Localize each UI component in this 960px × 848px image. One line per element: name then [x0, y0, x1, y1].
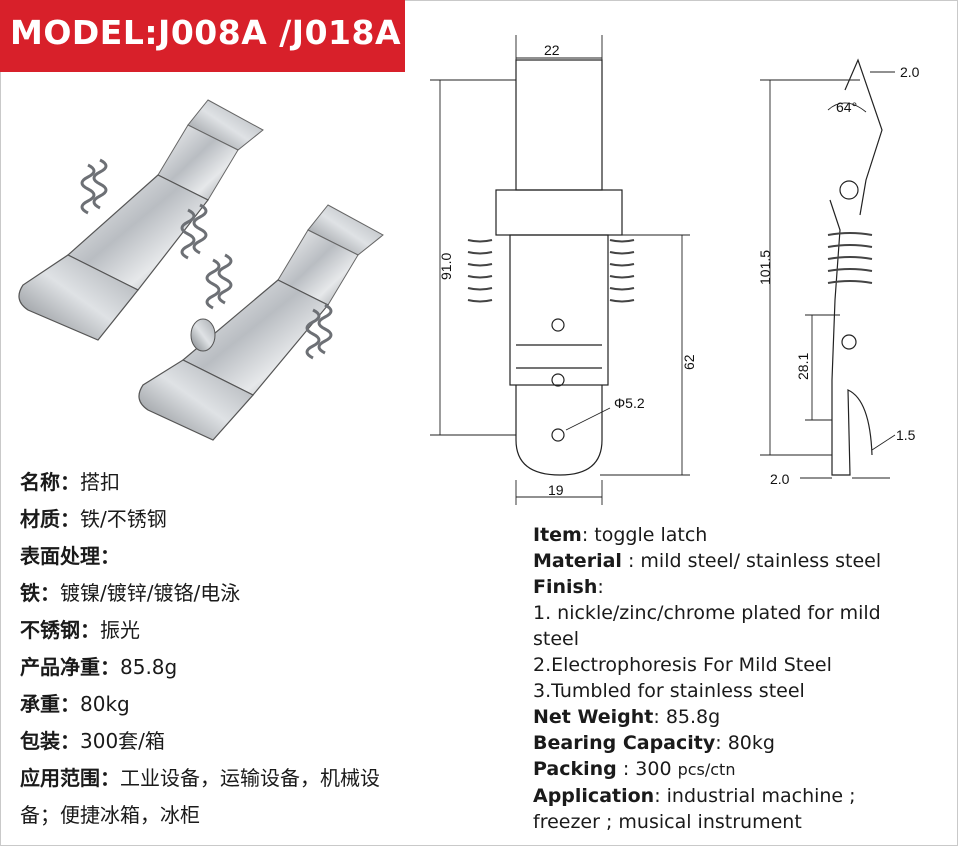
- cn-material-label: 材质：: [20, 507, 80, 531]
- cn-application-value-1: 工业设备，运输设备，机械设: [120, 766, 380, 790]
- dim-side-height: 101.5: [757, 250, 773, 285]
- cn-stainless-label: 不锈钢：: [20, 618, 100, 642]
- dim-top-width: 22: [544, 42, 560, 58]
- cn-iron-row: 铁：镀镍/镀锌/镀铬/电泳: [20, 575, 520, 612]
- english-specs: Item: toggle latch Material : mild steel…: [533, 522, 953, 835]
- cn-application-row-2: 备；便捷冰箱，冰柜: [20, 797, 520, 834]
- en-packing-value: : 300: [616, 758, 678, 780]
- dim-side-thickness: 2.0: [900, 64, 920, 80]
- en-material-value: : mild steel/ stainless steel: [621, 550, 882, 572]
- en-item-label: Item: [533, 524, 582, 546]
- chinese-specs: 名称：搭扣 材质：铁/不锈钢 表面处理： 铁：镀镍/镀锌/镀铬/电泳 不锈钢：振…: [20, 464, 520, 834]
- en-bearing-value: : 80kg: [715, 732, 775, 754]
- cn-load-value: 80kg: [80, 692, 130, 716]
- dim-side-angle: 64°: [836, 99, 857, 115]
- cn-load-label: 承重：: [20, 692, 80, 716]
- latch-photo-1: [18, 99, 264, 341]
- en-finish-1a: 1. nickle/zinc/chrome plated for mild: [533, 602, 881, 624]
- cn-application-row: 应用范围：工业设备，运输设备，机械设: [20, 760, 520, 797]
- latch-photo-2: [138, 204, 384, 441]
- cn-name-label: 名称：: [20, 470, 80, 494]
- en-finish-1b: steel: [533, 628, 580, 650]
- en-weight-value: : 85.8g: [653, 706, 721, 728]
- en-application-value-2: freezer ; musical instrument: [533, 811, 802, 833]
- cn-surface-label: 表面处理：: [20, 544, 120, 568]
- en-packing-row: Packing : 300 pcs/ctn: [533, 756, 953, 783]
- dim-side-pitch: 28.1: [795, 353, 811, 380]
- dim-lower-height: 62: [681, 354, 697, 370]
- en-bearing-label: Bearing Capacity: [533, 732, 716, 754]
- side-view: [827, 58, 883, 476]
- dim-bottom-width: 19: [548, 482, 564, 498]
- cn-application-value-2: 备；便捷冰箱，冰柜: [20, 803, 200, 827]
- en-material-label: Material: [533, 550, 622, 572]
- en-item-row: Item: toggle latch: [533, 522, 953, 548]
- cn-name-value: 搭扣: [80, 470, 120, 494]
- cn-name-row: 名称：搭扣: [20, 464, 520, 501]
- en-item-value: : toggle latch: [581, 524, 708, 546]
- en-packing-label: Packing: [533, 758, 617, 780]
- model-title: MODEL:J008A /J018A: [10, 13, 401, 52]
- cn-surface-row: 表面处理：: [20, 538, 520, 575]
- en-finish-label: Finish: [533, 576, 598, 598]
- cn-iron-value: 镀镍/镀锌/镀铬/电泳: [60, 581, 241, 605]
- cn-stainless-value: 振光: [100, 618, 140, 642]
- cn-packing-value: 300套/箱: [80, 729, 165, 753]
- en-application-label: Application: [533, 785, 655, 807]
- dim-side-tip: 1.5: [896, 427, 916, 443]
- cn-material-row: 材质：铁/不锈钢: [20, 501, 520, 538]
- en-finish-value: :: [597, 576, 604, 598]
- cn-weight-value: 85.8g: [120, 655, 178, 679]
- cn-stainless-row: 不锈钢：振光: [20, 612, 520, 649]
- cn-load-row: 承重：80kg: [20, 686, 520, 723]
- technical-drawing: 22 91.0 62 Φ5.2 19 2.0 64° 101.5 28.1 1.…: [430, 35, 920, 505]
- cn-weight-row: 产品净重：85.8g: [20, 649, 520, 686]
- en-bearing-row: Bearing Capacity: 80kg: [533, 730, 953, 756]
- en-weight-label: Net Weight: [533, 706, 654, 728]
- dim-front-height: 91.0: [438, 253, 454, 280]
- model-title-banner: MODEL:J008A /J018A: [0, 0, 405, 72]
- cn-weight-label: 产品净重：: [20, 655, 120, 679]
- dim-side-base: 2.0: [770, 471, 790, 487]
- cn-packing-row: 包装：300套/箱: [20, 723, 520, 760]
- cn-iron-label: 铁：: [20, 581, 60, 605]
- en-finish-row: Finish:: [533, 574, 953, 600]
- cn-material-value: 铁/不锈钢: [80, 507, 167, 531]
- en-weight-row: Net Weight: 85.8g: [533, 704, 953, 730]
- dim-hole-diameter: Φ5.2: [614, 395, 645, 411]
- cn-packing-label: 包装：: [20, 729, 80, 753]
- product-photo: [18, 99, 384, 441]
- en-packing-unit: pcs/ctn: [677, 760, 736, 779]
- cn-application-label: 应用范围：: [20, 766, 120, 790]
- front-view: [467, 59, 635, 476]
- en-application-value: : industrial machine ;: [654, 785, 856, 807]
- en-application-row: Application: industrial machine ;: [533, 783, 953, 809]
- en-finish-2: 2.Electrophoresis For Mild Steel: [533, 654, 832, 676]
- en-material-row: Material : mild steel/ stainless steel: [533, 548, 953, 574]
- en-finish-3: 3.Tumbled for stainless steel: [533, 680, 805, 702]
